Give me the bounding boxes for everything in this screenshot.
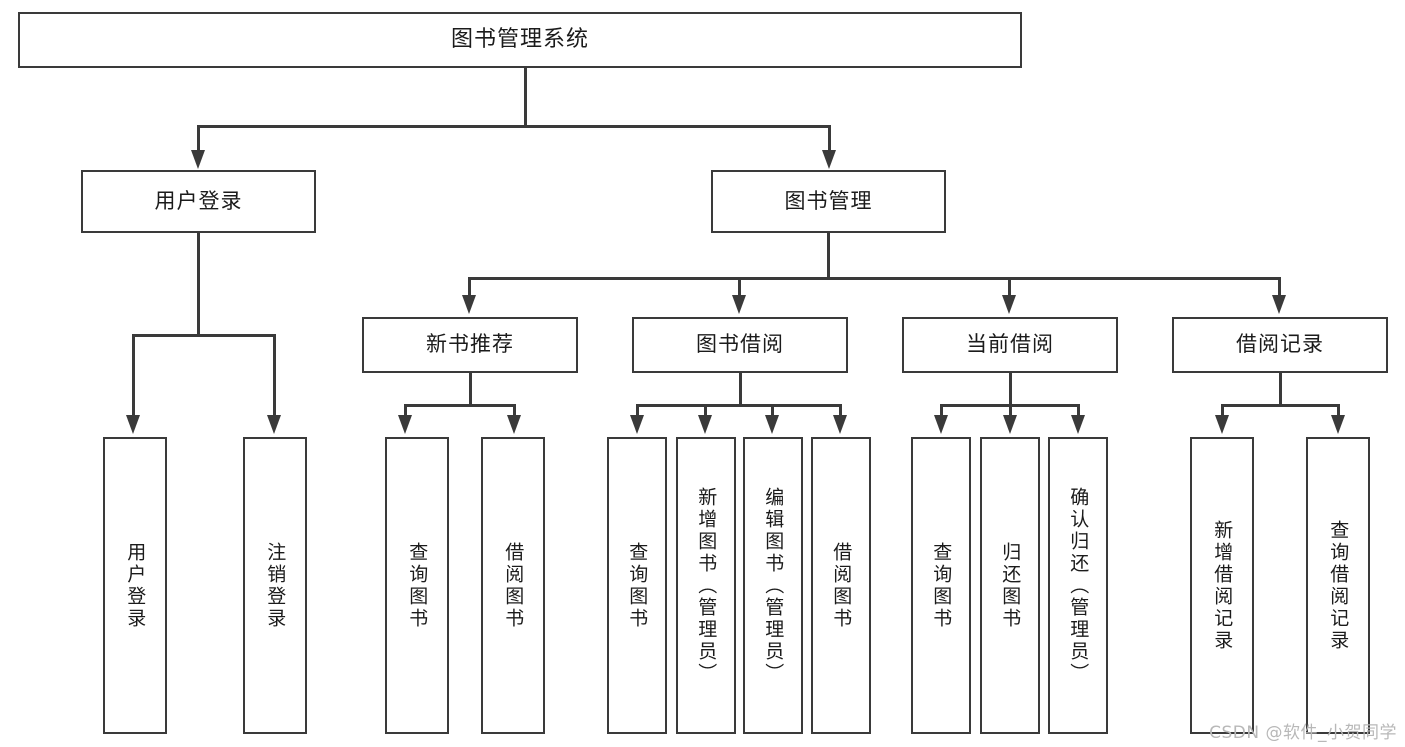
connector-root-bar	[198, 125, 831, 128]
leaf-borrow-book-newbook[interactable]: 借阅图书	[481, 437, 545, 734]
node-book-borrow[interactable]: 图书借阅	[632, 317, 848, 373]
node-current-borrow[interactable]: 当前借阅	[902, 317, 1118, 373]
connector-userlogin-drop-2	[273, 334, 276, 418]
node-label: 查询图书	[930, 541, 953, 630]
node-label: 编辑图书（管理员）	[762, 486, 785, 685]
node-root-library-system[interactable]: 图书管理系统	[18, 12, 1022, 68]
connector-bookmgmt-drop-4	[1278, 277, 1281, 298]
connector-newbook-drop-2	[513, 404, 516, 418]
node-label: 归还图书	[999, 541, 1022, 630]
arrow-down-icon	[1071, 415, 1085, 434]
node-borrow-record[interactable]: 借阅记录	[1172, 317, 1388, 373]
connector-borrowrecord-stem	[1279, 373, 1282, 405]
node-label: 新增借阅记录	[1211, 519, 1234, 652]
node-book-management[interactable]: 图书管理	[711, 170, 946, 233]
connector-borrowrecord-bar	[1222, 404, 1339, 407]
connector-bookborrow-drop-3	[771, 404, 774, 418]
arrow-down-icon	[833, 415, 847, 434]
connector-currentborrow-drop-3	[1077, 404, 1080, 418]
arrow-down-icon	[267, 415, 281, 434]
node-label: 借阅图书	[502, 541, 525, 630]
node-label: 借阅图书	[830, 541, 853, 630]
leaf-query-book-current[interactable]: 查询图书	[911, 437, 971, 734]
node-label: 借阅记录	[1236, 332, 1324, 357]
connector-userlogin-bar	[133, 334, 276, 337]
connector-bookmgmt-drop-3	[1008, 277, 1011, 298]
node-label: 图书管理	[784, 188, 873, 213]
node-new-book-recommend[interactable]: 新书推荐	[362, 317, 578, 373]
connector-currentborrow-drop-2	[1009, 404, 1012, 418]
arrow-down-icon	[1002, 295, 1016, 314]
arrow-down-icon	[698, 415, 712, 434]
connector-bookborrow-drop-1	[636, 404, 639, 418]
connector-bookborrow-drop-2	[704, 404, 707, 418]
node-label: 图书管理系统	[450, 26, 589, 52]
arrow-down-icon	[765, 415, 779, 434]
node-label: 当前借阅	[966, 332, 1054, 357]
leaf-logout[interactable]: 注销登录	[243, 437, 307, 734]
node-label: 用户登录	[124, 541, 147, 630]
node-label: 新增图书（管理员）	[695, 486, 718, 685]
connector-currentborrow-stem	[1009, 373, 1012, 405]
arrow-down-icon	[732, 295, 746, 314]
connector-bookmgmt-bar	[469, 277, 1281, 280]
connector-currentborrow-drop-1	[940, 404, 943, 418]
node-label: 查询借阅记录	[1327, 519, 1350, 652]
leaf-return-book[interactable]: 归还图书	[980, 437, 1040, 734]
connector-newbook-bar	[405, 404, 515, 407]
leaf-edit-book-admin[interactable]: 编辑图书（管理员）	[743, 437, 803, 734]
node-label: 注销登录	[264, 541, 287, 630]
connector-newbook-stem	[469, 373, 472, 405]
connector-root-drop-1	[197, 125, 200, 153]
connector-borrowrecord-drop-2	[1337, 404, 1340, 418]
arrow-down-icon	[1003, 415, 1017, 434]
arrow-down-icon	[1272, 295, 1286, 314]
leaf-query-borrow-record[interactable]: 查询借阅记录	[1306, 437, 1370, 734]
arrow-down-icon	[462, 295, 476, 314]
arrow-down-icon	[398, 415, 412, 434]
connector-bookborrow-stem	[739, 373, 742, 405]
arrow-down-icon	[1215, 415, 1229, 434]
connector-borrowrecord-drop-1	[1221, 404, 1224, 418]
arrow-down-icon	[630, 415, 644, 434]
node-label: 查询图书	[626, 541, 649, 630]
node-label: 新书推荐	[426, 332, 514, 357]
connector-newbook-drop-1	[404, 404, 407, 418]
leaf-query-book-borrow[interactable]: 查询图书	[607, 437, 667, 734]
node-label: 图书借阅	[696, 332, 784, 357]
node-label: 查询图书	[406, 541, 429, 630]
leaf-confirm-return-admin[interactable]: 确认归还（管理员）	[1048, 437, 1108, 734]
connector-bookmgmt-drop-1	[468, 277, 471, 298]
connector-userlogin-stem	[197, 233, 200, 335]
connector-userlogin-drop-1	[132, 334, 135, 418]
connector-bookmgmt-stem	[827, 233, 830, 278]
node-user-login[interactable]: 用户登录	[81, 170, 316, 233]
arrow-down-icon	[191, 150, 205, 169]
arrow-down-icon	[822, 150, 836, 169]
connector-bookborrow-drop-4	[839, 404, 842, 418]
leaf-user-login[interactable]: 用户登录	[103, 437, 167, 734]
leaf-query-book-newbook[interactable]: 查询图书	[385, 437, 449, 734]
connector-root-stem	[524, 68, 527, 126]
connector-root-drop-2	[828, 125, 831, 153]
leaf-add-borrow-record[interactable]: 新增借阅记录	[1190, 437, 1254, 734]
leaf-borrow-book[interactable]: 借阅图书	[811, 437, 871, 734]
node-label: 用户登录	[154, 188, 243, 213]
leaf-add-book-admin[interactable]: 新增图书（管理员）	[676, 437, 736, 734]
connector-bookborrow-bar	[637, 404, 841, 407]
arrow-down-icon	[934, 415, 948, 434]
connector-bookmgmt-drop-2	[738, 277, 741, 298]
arrow-down-icon	[126, 415, 140, 434]
arrow-down-icon	[507, 415, 521, 434]
node-label: 确认归还（管理员）	[1067, 486, 1090, 685]
arrow-down-icon	[1331, 415, 1345, 434]
